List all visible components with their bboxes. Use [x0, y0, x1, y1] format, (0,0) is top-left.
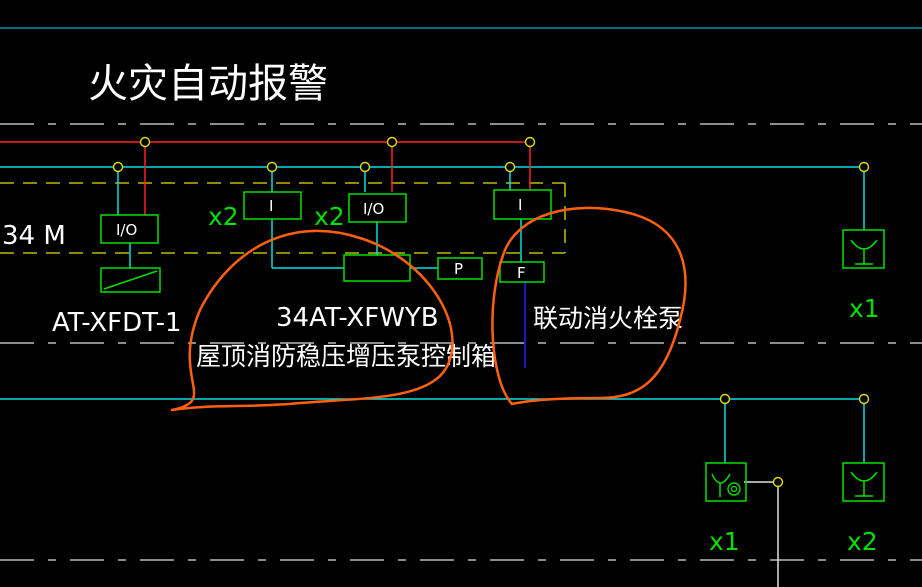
diagram-title: 火灾自动报警 [88, 61, 328, 107]
left-device-symbol [100, 267, 161, 293]
center-io-module-label: I/O [363, 200, 384, 218]
pressure-sensor-label: P [454, 260, 463, 278]
left-io-module-label: I/O [116, 221, 137, 239]
pressure-sensor-box: P [437, 257, 483, 280]
center-right-count: x2 [314, 202, 345, 231]
top-right-device-count: x1 [849, 294, 880, 323]
left-io-module: I/O [100, 214, 159, 244]
right-input-module-label: I [518, 196, 522, 214]
bottom-right-device-count: x2 [847, 527, 878, 556]
smoke-detector-icon [842, 229, 885, 269]
center-io-module: I/O [348, 193, 407, 223]
annotation-loop-center [170, 229, 454, 412]
cable-length-label: 34 M [2, 221, 66, 251]
pump-control-box [343, 254, 411, 282]
annotation-loop-right [491, 206, 687, 406]
right-name-label: 联动消火栓泵 [533, 304, 683, 333]
flow-switch-box: F [499, 261, 545, 283]
flow-switch-label: F [517, 264, 526, 282]
center-left-count: x2 [208, 202, 239, 231]
heat-detector-icon [842, 462, 885, 502]
center-input-module: I [243, 191, 302, 220]
junction-points [112, 136, 870, 488]
center-code-label: 34AT-XFWYB [276, 303, 439, 333]
equipment-boundary-dashed [0, 182, 566, 254]
center-input-module-label: I [269, 197, 273, 215]
left-device-label: AT-XFDT-1 [52, 308, 182, 338]
bottom-left-device-count: x1 [709, 527, 740, 556]
alarm-bell-icon [705, 462, 747, 502]
right-input-module: I [493, 189, 552, 220]
